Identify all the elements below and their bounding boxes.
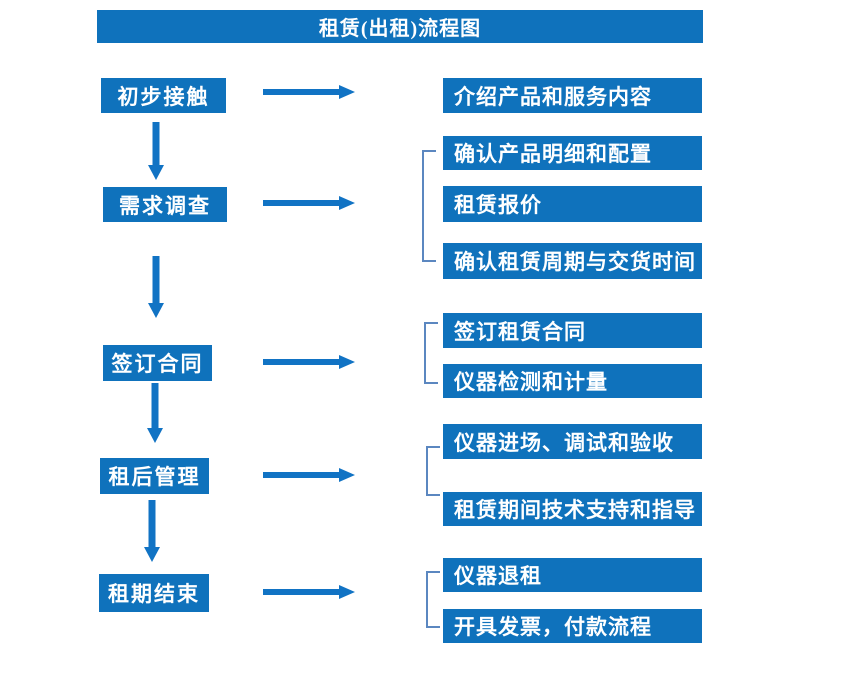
- arrow-right-icon: [263, 85, 355, 99]
- step-box-post-rental-management: 租后管理: [100, 458, 209, 494]
- detail-box: 介绍产品和服务内容: [443, 78, 702, 113]
- detail-box: 签订租赁合同: [443, 313, 702, 348]
- arrow-right-icon: [263, 585, 355, 599]
- arrow-down-icon: [148, 256, 164, 318]
- arrow-down-icon: [147, 383, 163, 443]
- arrow-right-icon: [263, 196, 355, 210]
- arrow-right-icon: [263, 355, 355, 369]
- step-box-demand-survey: 需求调查: [103, 187, 227, 222]
- arrow-right-icon: [263, 468, 355, 482]
- step-box-rental-end: 租期结束: [99, 574, 209, 612]
- arrow-down-icon: [148, 122, 164, 180]
- detail-box: 仪器进场、调试和验收: [443, 424, 702, 459]
- detail-box: 确认产品明细和配置: [443, 136, 702, 170]
- detail-box: 租赁报价: [443, 186, 702, 222]
- arrow-down-icon: [144, 500, 160, 562]
- group-bracket: [426, 571, 440, 628]
- group-bracket: [426, 446, 440, 496]
- diagram-title: 租赁(出租)流程图: [97, 10, 703, 43]
- group-bracket: [422, 150, 436, 262]
- detail-box: 开具发票，付款流程: [443, 609, 702, 643]
- group-bracket: [424, 322, 438, 384]
- detail-box: 仪器退租: [443, 558, 702, 592]
- detail-box: 确认租赁周期与交货时间: [443, 243, 702, 279]
- step-box-initial-contact: 初步接触: [101, 78, 226, 113]
- detail-box: 租赁期间技术支持和指导: [443, 492, 702, 526]
- detail-box: 仪器检测和计量: [443, 364, 702, 398]
- step-box-sign-contract: 签订合同: [103, 345, 212, 381]
